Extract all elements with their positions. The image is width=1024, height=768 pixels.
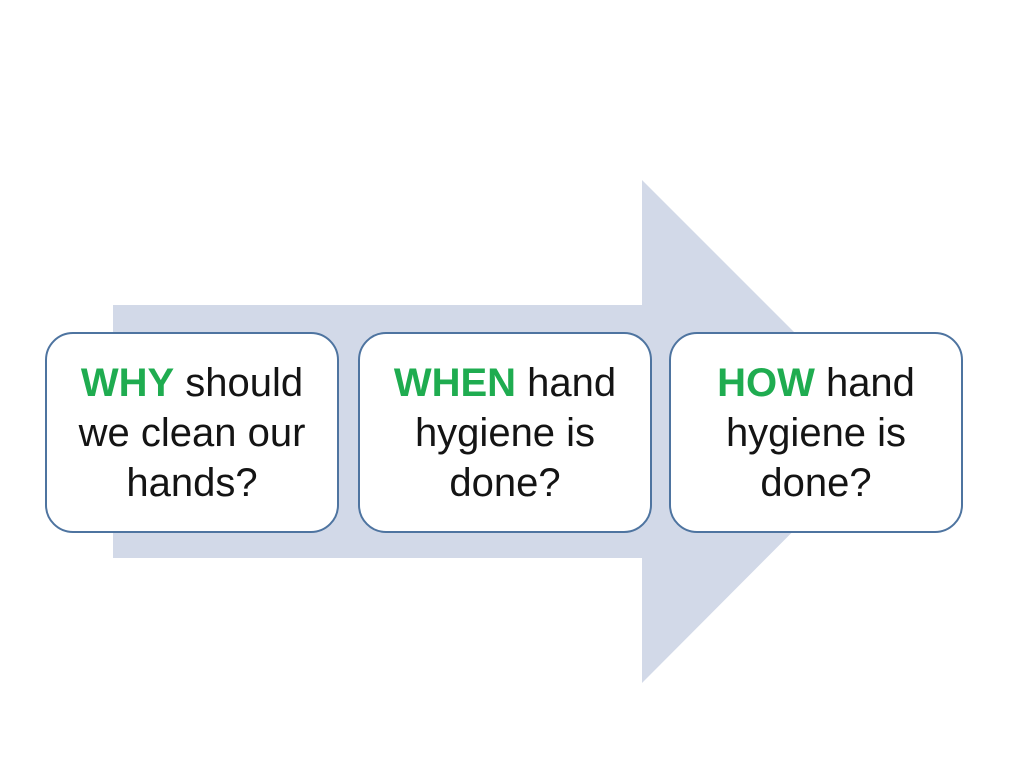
- question-box-why: WHY should we clean our hands?: [45, 332, 339, 533]
- keyword-how: HOW: [717, 360, 815, 405]
- question-line: WHY should: [81, 358, 303, 408]
- question-line: hygiene is: [725, 410, 907, 455]
- question-line: done?: [449, 460, 561, 505]
- question-line: WHEN hand: [394, 358, 616, 408]
- question-line: hands?: [126, 460, 258, 505]
- line-rest: hand: [516, 360, 617, 405]
- question-line: HOW hand: [717, 358, 915, 408]
- question-box-how: HOW hand hygiene is done?: [669, 332, 963, 533]
- keyword-why: WHY: [80, 360, 175, 405]
- keyword-when: WHEN: [393, 360, 517, 405]
- line-rest: hand: [814, 360, 915, 405]
- line-rest: should: [174, 360, 304, 405]
- question-box-when: WHEN hand hygiene is done?: [358, 332, 652, 533]
- question-line: hygiene is: [414, 410, 596, 455]
- question-line: we clean our: [78, 410, 306, 455]
- question-line: done?: [760, 460, 872, 505]
